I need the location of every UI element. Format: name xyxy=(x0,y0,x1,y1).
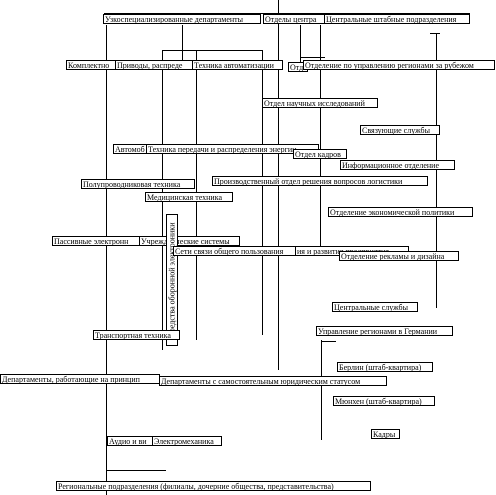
box-legal-status[interactable]: Департаменты с самостоятельным юридическ… xyxy=(159,376,387,386)
box-center-departments[interactable]: Отделы центра xyxy=(263,14,325,24)
center-vertical-line xyxy=(320,25,321,255)
box-institutional[interactable]: Учрежденческие системы xyxy=(139,236,240,246)
box-munich[interactable]: Мюнхен (штаб-квартира) xyxy=(333,396,435,406)
box-econ-policy[interactable]: Отделение экономической политики xyxy=(328,207,473,217)
box-berlin[interactable]: Берлин (штаб-квартира) xyxy=(337,362,433,372)
bottom-hline xyxy=(106,470,166,471)
box-transport[interactable]: Транспортная техника xyxy=(93,330,180,340)
box-automation[interactable]: Техника автоматизации xyxy=(192,60,283,70)
box-regional-units[interactable]: Региональные подразделения (филиалы, доч… xyxy=(56,481,371,491)
box-electromechanics[interactable]: Электромеханика xyxy=(152,436,222,446)
top-connector-line xyxy=(104,13,470,14)
box-cadres[interactable]: Кадры xyxy=(371,429,400,439)
box-kompl[interactable]: Комплектно xyxy=(66,60,116,70)
box-info[interactable]: Информационное отделение xyxy=(340,160,455,170)
defense-label: Средства оборонной электроники xyxy=(167,222,177,338)
box-semiconductors[interactable]: Полупроводниковая техника xyxy=(81,179,195,189)
box-principle-departments[interactable]: Департаменты, работающие на принцип xyxy=(0,374,160,384)
box-automob[interactable]: Автомоб xyxy=(113,144,149,154)
center-hline xyxy=(300,57,325,58)
box-central-hq[interactable]: Центральные штабные подразделения xyxy=(324,14,470,24)
box-logistics[interactable]: Производственный отдел решения вопросов … xyxy=(212,176,428,186)
box-medical[interactable]: Медицинская техника xyxy=(145,192,233,202)
left-vertical-line xyxy=(106,25,107,495)
germany-hline xyxy=(321,341,336,342)
box-specialized-departments[interactable]: Узкоспециализированные департаменты xyxy=(103,14,261,24)
hq-vertical-line xyxy=(436,33,437,308)
center-branch-line xyxy=(300,25,301,65)
box-public-networks[interactable]: Сети связи общего пользования xyxy=(173,246,299,256)
box-passive[interactable]: Пассивные электронн xyxy=(52,236,140,246)
box-personnel[interactable]: Отдел кадров xyxy=(293,149,347,159)
specialized-right-line xyxy=(262,50,263,335)
box-drives[interactable]: Приводы, распреде xyxy=(115,60,193,70)
box-regions-abroad[interactable]: Отделение по управлению регионами за руб… xyxy=(303,60,495,70)
specialized-branch-line xyxy=(182,25,183,60)
hq-tick-1 xyxy=(430,33,440,34)
box-audio-video[interactable]: Аудио и ви xyxy=(107,436,154,446)
box-central-services[interactable]: Центральные службы xyxy=(332,302,418,312)
box-research[interactable]: Отдел научных исследований xyxy=(262,98,378,108)
specialized-hline xyxy=(162,50,262,51)
germany-vertical-line xyxy=(321,340,322,440)
box-comms-services[interactable]: Связующие службы xyxy=(360,125,440,135)
box-defense-electronics[interactable]: Средства оборонной электроники xyxy=(166,214,178,346)
box-regions-germany[interactable]: Управление регионами в Германии xyxy=(316,326,453,336)
box-ad-design[interactable]: Отделение рекламы и дизайна xyxy=(339,251,459,261)
